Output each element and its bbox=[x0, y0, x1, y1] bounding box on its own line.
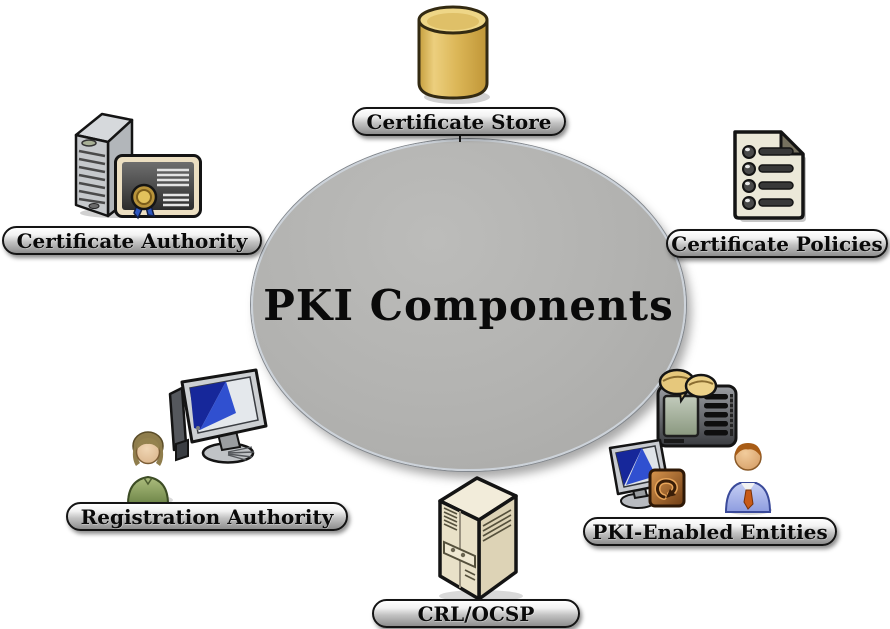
certificate-authority-label: Certificate Authority bbox=[2, 226, 262, 255]
crl-ocsp-label-text: CRL/OCSP bbox=[417, 601, 535, 626]
registration-authority-label: Registration Authority bbox=[66, 502, 348, 531]
certificate-authority-label-text: Certificate Authority bbox=[16, 228, 248, 253]
beige-server-tower-icon bbox=[438, 476, 523, 602]
database-cylinder-icon bbox=[417, 5, 490, 104]
flatpanel-monitor-icon bbox=[168, 368, 268, 464]
sync-badge-icon bbox=[648, 468, 686, 508]
web-server-with-users-icon bbox=[656, 368, 738, 448]
central-ellipse: PKI Components bbox=[251, 139, 686, 471]
diagram-title: PKI Components bbox=[263, 280, 674, 330]
registration-authority-label-text: Registration Authority bbox=[80, 504, 334, 529]
business-user-icon bbox=[724, 443, 772, 515]
certificate-policies-label-text: Certificate Policies bbox=[671, 231, 883, 256]
certificate-store-label-text: Certificate Store bbox=[366, 109, 552, 134]
crl-ocsp-label: CRL/OCSP bbox=[372, 599, 580, 628]
pki-enabled-entities-label-text: PKI-Enabled Entities bbox=[592, 519, 828, 544]
connector-line bbox=[459, 131, 461, 142]
workstation-sync-icon bbox=[608, 438, 686, 509]
policy-checklist-document-icon bbox=[733, 130, 806, 222]
certificate-policies-label: Certificate Policies bbox=[666, 229, 888, 258]
certificate-store-label: Certificate Store bbox=[352, 107, 566, 136]
certificate-seal-icon bbox=[114, 154, 202, 220]
operator-user-icon bbox=[126, 431, 173, 505]
pki-enabled-entities-label: PKI-Enabled Entities bbox=[583, 517, 837, 546]
